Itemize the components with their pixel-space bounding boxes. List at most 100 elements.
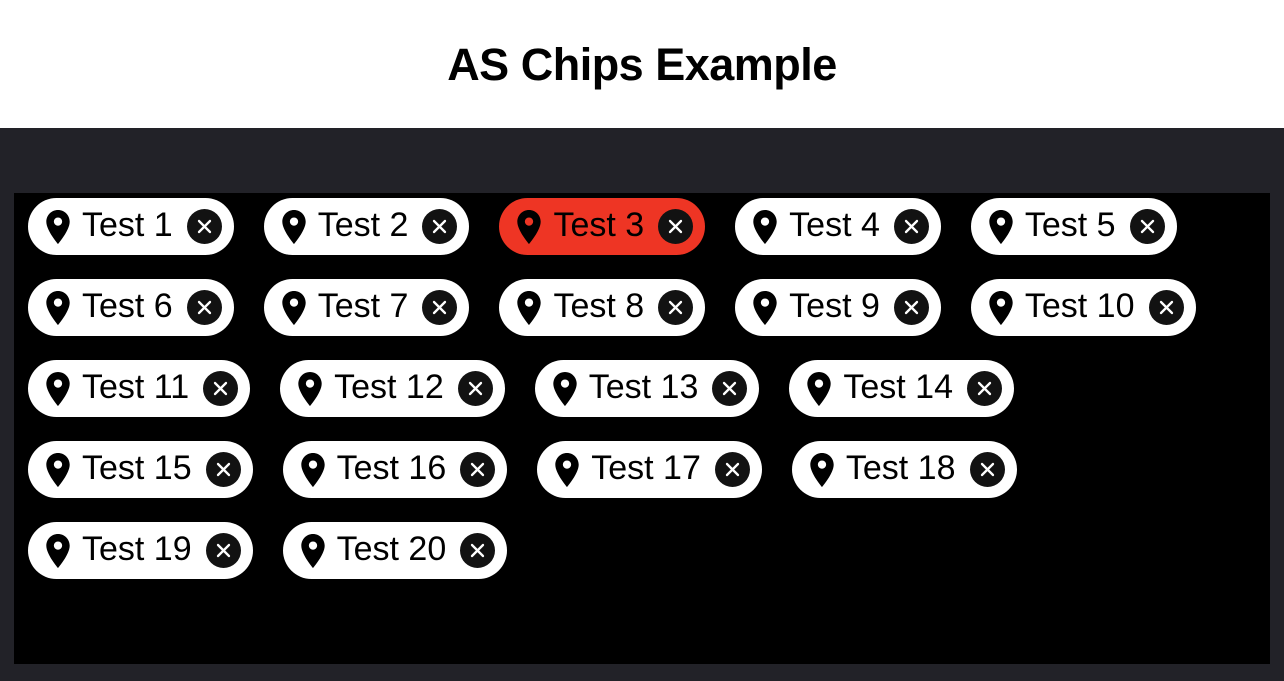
chip-remove-button[interactable]	[460, 452, 496, 487]
chip-remove-button[interactable]	[893, 209, 929, 244]
close-icon	[433, 219, 447, 234]
close-icon	[433, 300, 447, 315]
location-pin-icon	[46, 452, 70, 487]
close-icon	[977, 381, 992, 396]
chip-remove-button[interactable]	[457, 371, 493, 406]
chip[interactable]: Test 3	[499, 198, 706, 255]
location-pin-icon	[989, 209, 1013, 244]
location-pin-icon	[300, 533, 325, 568]
chip-label: Test 3	[553, 206, 645, 244]
chip-label: Test 5	[1024, 206, 1116, 244]
chip-remove-button[interactable]	[422, 290, 458, 325]
location-pin-icon	[753, 209, 777, 244]
page-header: AS Chips Example	[0, 0, 1284, 128]
chip[interactable]: Test 13	[534, 360, 760, 417]
close-icon	[197, 219, 211, 234]
chip[interactable]: Test 15	[28, 441, 253, 498]
chip-label: Test 13	[588, 368, 699, 406]
chip[interactable]: Test 1	[28, 198, 234, 255]
chip[interactable]: Test 8	[499, 279, 706, 336]
chip-remove-button[interactable]	[658, 209, 694, 244]
chip[interactable]: Test 14	[789, 360, 1014, 417]
close-icon	[980, 462, 994, 477]
chip[interactable]: Test 9	[735, 279, 941, 336]
chip[interactable]: Test 19	[28, 522, 253, 579]
chip-remove-button[interactable]	[186, 209, 222, 244]
chip-label: Test 12	[334, 368, 444, 406]
chip-label: Test 8	[553, 287, 645, 325]
chip-label: Test 14	[843, 368, 953, 406]
chip-remove-button[interactable]	[422, 209, 458, 244]
chip-remove-button[interactable]	[203, 371, 239, 406]
chip[interactable]: Test 2	[263, 198, 470, 255]
chip-label: Test 16	[336, 449, 447, 487]
chip[interactable]: Test 7	[263, 279, 470, 336]
close-icon	[669, 219, 683, 234]
chip-label: Test 6	[82, 287, 173, 325]
chip-remove-button[interactable]	[186, 290, 222, 325]
chip-label: Test 20	[336, 530, 447, 568]
location-pin-icon	[753, 290, 777, 325]
chip[interactable]: Test 11	[28, 360, 251, 417]
location-pin-icon	[553, 371, 577, 406]
chip-label: Test 18	[845, 449, 956, 487]
location-pin-icon	[298, 371, 322, 406]
chip-label: Test 11	[82, 368, 190, 406]
chip-remove-button[interactable]	[966, 371, 1002, 406]
chip-label: Test 17	[591, 449, 701, 487]
location-pin-icon	[300, 452, 325, 487]
chip-label: Test 2	[317, 206, 409, 244]
close-icon	[1159, 300, 1173, 315]
chip-remove-button[interactable]	[893, 290, 929, 325]
chip-remove-button[interactable]	[460, 533, 496, 568]
chip[interactable]: Test 17	[537, 441, 762, 498]
location-pin-icon	[46, 290, 70, 325]
location-pin-icon	[517, 209, 542, 244]
location-pin-icon	[282, 209, 306, 244]
location-pin-icon	[989, 290, 1013, 325]
chip[interactable]: Test 12	[280, 360, 505, 417]
location-pin-icon	[46, 371, 70, 406]
close-icon	[213, 381, 228, 396]
close-icon	[1140, 219, 1154, 234]
chip[interactable]: Test 6	[28, 279, 234, 336]
chip[interactable]: Test 20	[282, 522, 508, 579]
close-icon	[904, 219, 919, 234]
chip-label: Test 7	[317, 287, 409, 325]
location-pin-icon	[810, 452, 834, 487]
chip-remove-button[interactable]	[712, 371, 748, 406]
close-icon	[471, 462, 485, 477]
chip-remove-button[interactable]	[1129, 209, 1165, 244]
chip-remove-button[interactable]	[969, 452, 1005, 487]
chip-remove-button[interactable]	[1148, 290, 1184, 325]
chips-stage: Test 1 Test 2 Test 3 Test 4 Test 5 Test 6 Test…	[0, 128, 1284, 681]
location-pin-icon	[807, 371, 832, 406]
location-pin-icon	[46, 209, 70, 244]
close-icon	[197, 300, 211, 315]
chip-label: Test 10	[1024, 287, 1135, 325]
close-icon	[904, 300, 919, 315]
close-icon	[216, 543, 230, 558]
chip-remove-button[interactable]	[205, 533, 241, 568]
chip-label: Test 19	[82, 530, 192, 568]
chip[interactable]: Test 18	[791, 441, 1017, 498]
location-pin-icon	[517, 290, 542, 325]
location-pin-icon	[555, 452, 579, 487]
chip-label: Test 4	[789, 206, 880, 244]
chip[interactable]: Test 10	[970, 279, 1196, 336]
chip[interactable]: Test 4	[735, 198, 941, 255]
chip-label: Test 9	[789, 287, 880, 325]
close-icon	[471, 543, 485, 558]
chip-remove-button[interactable]	[714, 452, 750, 487]
chip-label: Test 15	[82, 449, 192, 487]
close-icon	[468, 381, 482, 396]
chip-label: Test 1	[82, 206, 173, 244]
chips-list: Test 1 Test 2 Test 3 Test 4 Test 5 Test 6 Test…	[14, 198, 1270, 579]
chip[interactable]: Test 16	[282, 441, 508, 498]
close-icon	[216, 462, 230, 477]
chip-remove-button[interactable]	[658, 290, 694, 325]
chip-remove-button[interactable]	[205, 452, 241, 487]
chips-panel: Test 1 Test 2 Test 3 Test 4 Test 5 Test 6 Test…	[14, 193, 1270, 664]
chip[interactable]: Test 5	[970, 198, 1177, 255]
close-icon	[669, 300, 683, 315]
